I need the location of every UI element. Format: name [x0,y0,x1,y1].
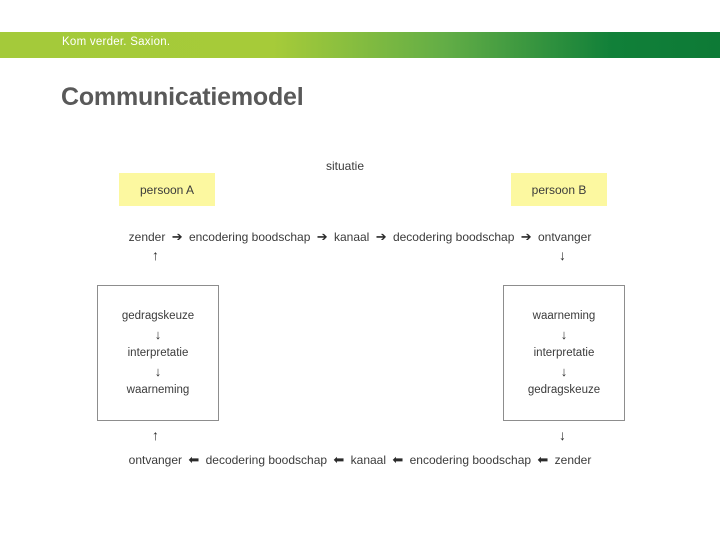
top-flow-node-2: kanaal [333,230,370,244]
brand-tagline: Kom verder. Saxion. [62,36,171,48]
brand-band: Kom verder. Saxion. [0,32,720,58]
top-flow-node-3: decodering boodschap [392,230,515,244]
top-flow-node-4: ontvanger [537,230,592,244]
arrow-down-icon: ↓ [560,363,568,379]
bottom-flow-node-1: decodering boodschap [205,453,328,467]
page-title: Communicatiemodel [61,83,304,111]
person-a-label: persoon A [139,182,195,197]
arrow-down-icon: ↓ [154,326,162,342]
arrow-right-icon: ➔ [375,229,387,244]
arrow-left-icon: ⬅ [392,452,404,467]
person-b-box: persoon B [511,173,607,206]
arrow-left-icon: ⬅ [333,452,345,467]
arrow-up-icon: ↑ [152,427,159,443]
person-b-label: persoon B [531,182,587,197]
person-a-box: persoon A [119,173,215,206]
bottom-flow-node-2: kanaal [350,453,387,467]
arrow-right-icon: ➔ [316,229,328,244]
top-flow-node-1: encodering boodschap [188,230,311,244]
left-step-0: gedragskeuze [121,309,195,322]
arrow-down-icon: ↓ [560,326,568,342]
situation-label: situatie [325,159,365,173]
left-step-1: interpretatie [127,346,189,359]
arrow-down-icon: ↓ [559,427,566,443]
bottom-flow-node-4: zender [554,453,592,467]
right-step-1: interpretatie [533,346,595,359]
bottom-flow-node-0: ontvanger [128,453,183,467]
arrow-left-icon: ⬅ [537,452,549,467]
arrow-right-icon: ➔ [520,229,532,244]
arrow-up-icon: ↑ [152,247,159,263]
right-step-2: gedragskeuze [527,383,601,396]
top-flow-node-0: zender [128,230,166,244]
left-process-box: gedragskeuze ↓ interpretatie ↓ waarnemin… [97,285,219,421]
right-step-0: waarneming [532,309,596,322]
arrow-left-icon: ⬅ [188,452,200,467]
right-process-box: waarneming ↓ interpretatie ↓ gedragskeuz… [503,285,625,421]
top-flow-row: zender ➔ encodering boodschap ➔ kanaal ➔… [0,229,720,245]
bottom-flow-row: ontvanger ⬅ decodering boodschap ⬅ kanaa… [0,452,720,468]
bottom-flow-node-3: encodering boodschap [409,453,532,467]
left-step-2: waarneming [126,383,190,396]
arrow-down-icon: ↓ [154,363,162,379]
arrow-right-icon: ➔ [171,229,183,244]
arrow-down-icon: ↓ [559,247,566,263]
